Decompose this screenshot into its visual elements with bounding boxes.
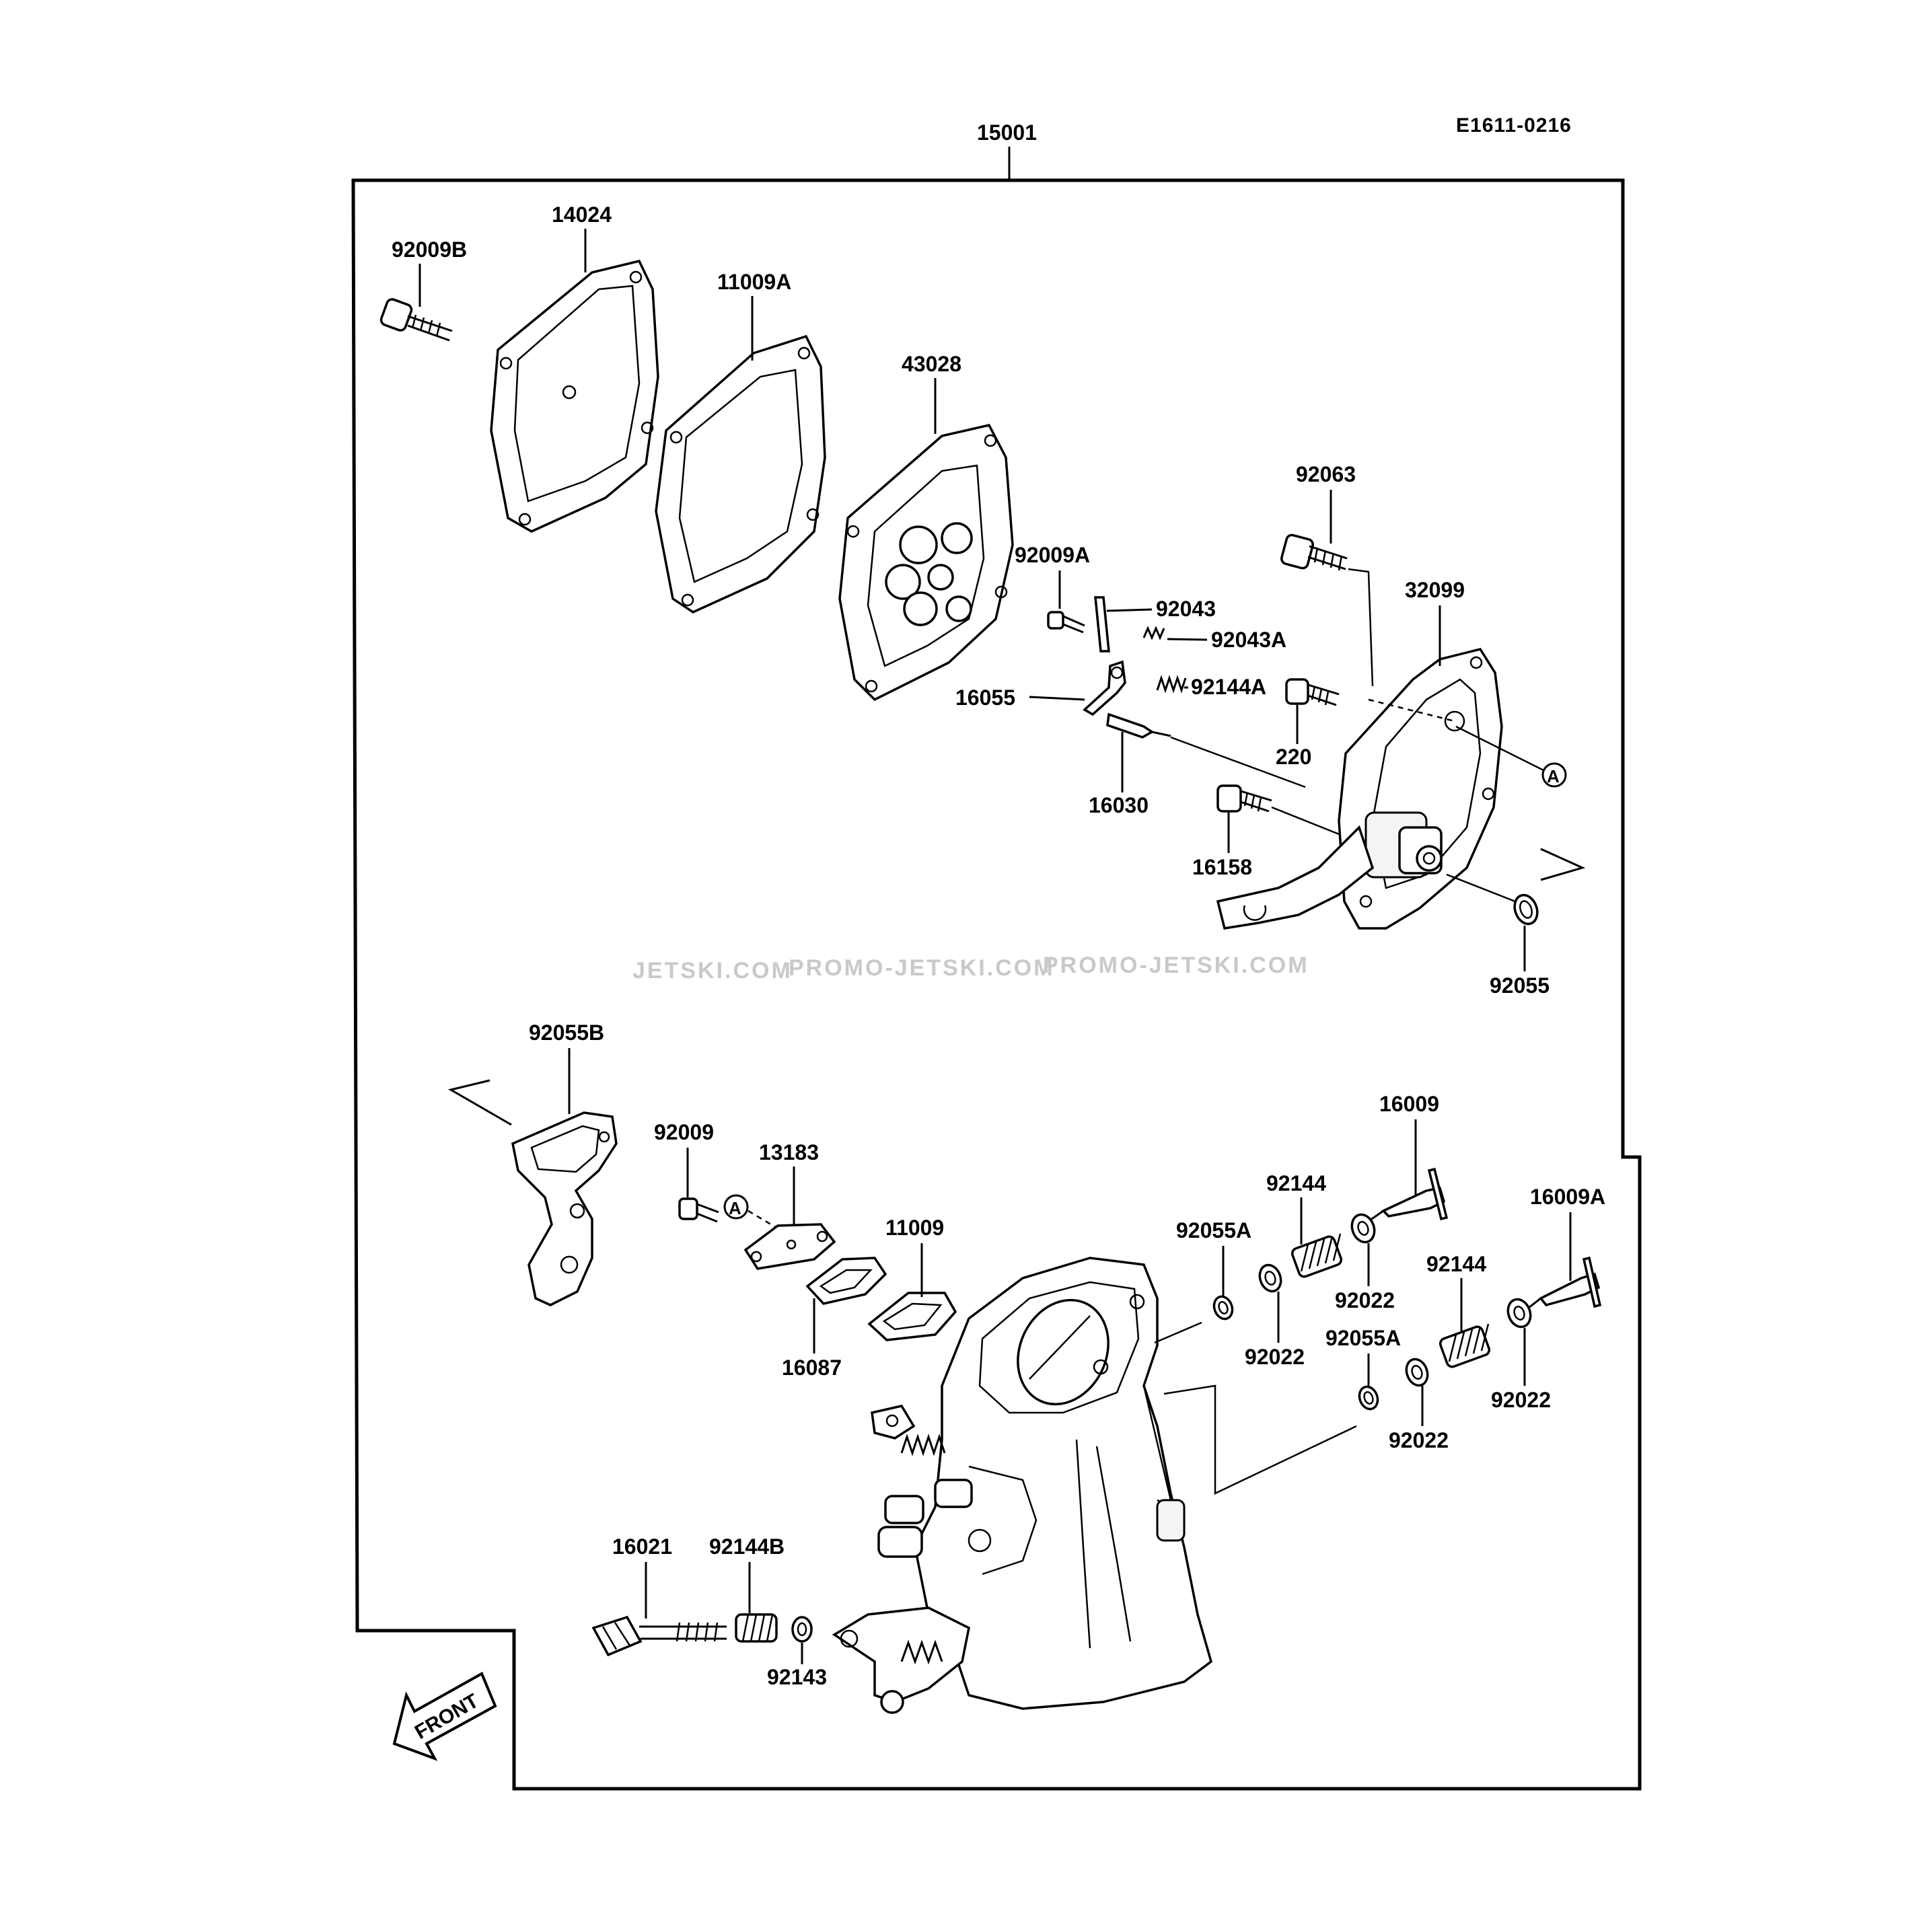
label-11009A: 11009A [717, 270, 791, 294]
spring-92144-1 [1290, 1233, 1343, 1278]
label-16009A: 16009A [1530, 1185, 1605, 1209]
pin-92043 [1094, 596, 1110, 653]
label-92022-1: 92022 [1245, 1345, 1305, 1369]
label-16087: 16087 [782, 1355, 842, 1380]
svg-text:PROMO-JETSKI.COM: PROMO-JETSKI.COM [789, 955, 1055, 981]
needle-16030 [1106, 712, 1171, 739]
svg-text:PROMO-JETSKI.COM: PROMO-JETSKI.COM [1043, 953, 1309, 978]
screw-92009A [1047, 611, 1085, 634]
label-92144-1: 92144 [1266, 1171, 1326, 1195]
label-92009: 92009 [654, 1120, 714, 1144]
carburetor-body [832, 1257, 1213, 1714]
label-92143: 92143 [767, 1665, 827, 1689]
label-14024: 14024 [552, 202, 612, 227]
label-13183: 13183 [759, 1140, 819, 1164]
screw-16009 [1369, 1167, 1449, 1222]
washer-92022-3 [1405, 1358, 1429, 1387]
label-16030: 16030 [1089, 793, 1149, 817]
gasket-92055B [511, 1111, 618, 1306]
lever-16055 [1083, 660, 1126, 716]
label-92055A-1: 92055A [1176, 1218, 1251, 1242]
spring-92144B [735, 1613, 778, 1643]
watermark: JETSKI.COM PROMO-JETSKI.COM PROMO-JETSKI… [632, 953, 1309, 983]
oring-92055 [1513, 893, 1539, 926]
washer-92022-2 [1350, 1213, 1376, 1244]
label-16009: 16009 [1379, 1092, 1439, 1116]
front-arrow-icon: FRONT [392, 1672, 497, 1761]
svg-text:A: A [729, 1198, 741, 1218]
label-92009B: 92009B [392, 237, 467, 262]
label-92144B: 92144B [709, 1534, 785, 1559]
oring-92055A-2 [1358, 1385, 1379, 1411]
washer-92143 [791, 1616, 813, 1643]
bolt-92009B [379, 298, 453, 342]
gasket-16087 [805, 1257, 887, 1305]
diagram-code: E1611-0216 [1456, 114, 1572, 137]
label-92043: 92043 [1156, 597, 1216, 621]
label-16055: 16055 [955, 685, 1015, 710]
label-92009A: 92009A [1015, 543, 1090, 567]
label-220: 220 [1276, 745, 1311, 769]
label-11009: 11009 [885, 1216, 944, 1240]
continuation-mark-right [1540, 848, 1586, 881]
label-92022-3: 92022 [1389, 1428, 1449, 1452]
assembly-boundary [351, 178, 1642, 1791]
svg-text:JETSKI.COM: JETSKI.COM [632, 958, 793, 983]
label-92144-2: 92144 [1426, 1252, 1486, 1276]
washer-92022-4 [1506, 1298, 1532, 1329]
washer-92022-1 [1258, 1263, 1282, 1293]
continuation-mark-left [448, 1079, 512, 1126]
bolt-220 [1285, 678, 1340, 706]
screw-92009 [678, 1197, 719, 1223]
diaphragm-cover-14024 [490, 259, 659, 533]
label-92043A: 92043A [1211, 628, 1286, 652]
spring-92144A [1156, 675, 1187, 694]
gasket-11009 [867, 1292, 957, 1341]
screw-16009A [1528, 1256, 1602, 1309]
bolt-92063 [1280, 533, 1348, 571]
label-92063: 92063 [1296, 462, 1356, 486]
ref-marker-a-bottom: A [723, 1194, 749, 1220]
oring-92055A-1 [1212, 1295, 1234, 1321]
label-92055: 92055 [1490, 973, 1550, 998]
cover-13183 [743, 1223, 836, 1270]
label-32099: 32099 [1405, 578, 1465, 602]
gasket-11009A [655, 334, 826, 614]
bolt-16158 [1216, 784, 1272, 813]
spring-92144-2 [1439, 1323, 1491, 1368]
label-92055A-2: 92055A [1325, 1326, 1401, 1350]
screw-16021 [591, 1615, 727, 1657]
label-92022-4: 92022 [1491, 1388, 1551, 1412]
diaphragm-43028 [838, 423, 1014, 702]
label-16021: 16021 [612, 1534, 672, 1559]
label-92022-2: 92022 [1335, 1288, 1395, 1312]
label-16158: 16158 [1192, 855, 1252, 879]
label-92055B: 92055B [529, 1020, 604, 1045]
spring-92043A [1142, 626, 1165, 640]
assembly-number: 15001 [977, 120, 1037, 145]
label-92144A: 92144A [1191, 675, 1266, 699]
label-43028: 43028 [902, 352, 961, 376]
svg-text:A: A [1547, 766, 1560, 786]
pump-body-32099 [1216, 647, 1503, 930]
ref-marker-a-top: A [1541, 762, 1567, 788]
